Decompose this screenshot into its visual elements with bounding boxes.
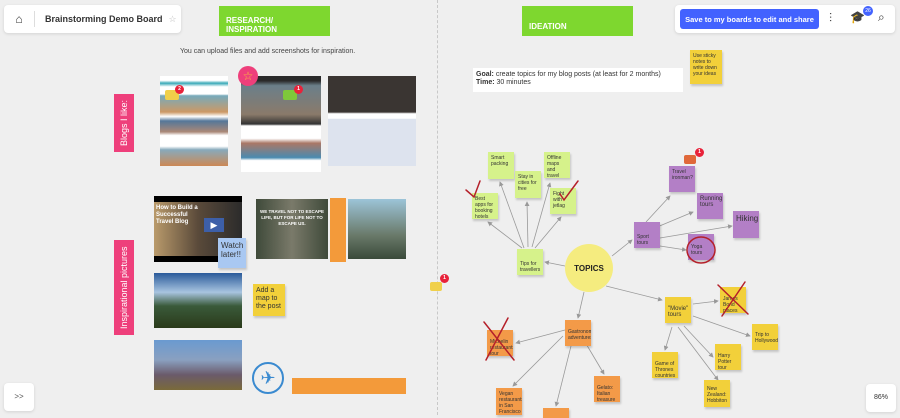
orange-bar[interactable] — [292, 378, 406, 394]
learning-cap-icon[interactable]: 🎓 — [850, 10, 865, 24]
research-hint: You can upload files and add screenshots… — [180, 48, 356, 55]
sticky-sport-tours[interactable]: Sport tours — [634, 222, 660, 248]
goal-label: Goal: — [476, 71, 494, 78]
star-icon[interactable]: ☆ — [168, 13, 177, 24]
favorite-star-icon[interactable]: ☆ — [238, 66, 258, 86]
zoom-label: 86% — [873, 394, 888, 401]
goal-text: create topics for my blog posts (at leas… — [495, 71, 661, 78]
sticky-james-bond[interactable]: James Bond places — [720, 287, 746, 313]
board-title[interactable]: Brainstorming Demo Board — [45, 14, 163, 24]
sticky-stay-in-cities[interactable]: Stay in cities for free — [515, 171, 541, 198]
comment-icon[interactable] — [430, 282, 442, 291]
sticky-tips-travellers[interactable]: Tips for travellers — [517, 249, 543, 275]
frame-label-ideation[interactable]: IDEATION — [522, 6, 633, 36]
sticky-hiking[interactable]: Hiking — [733, 211, 759, 238]
comment-icon[interactable] — [283, 90, 297, 100]
sticky-best-apps[interactable]: Best apps for booking hotels — [472, 193, 498, 219]
expand-sidebar-button[interactable]: >> — [4, 383, 34, 411]
landscape-image[interactable] — [348, 199, 406, 259]
sticky-game-of-thrones[interactable]: Game of Thrones countries — [652, 352, 678, 378]
comment-count-badge: 1 — [294, 85, 303, 94]
sticky-harry-potter[interactable]: Harry Potter tour — [715, 344, 741, 370]
watch-later-sticky[interactable]: Watch later!! — [218, 238, 246, 268]
comment-icon[interactable] — [684, 155, 696, 164]
sticky-travel-ironman[interactable]: Travel ironman? — [669, 166, 695, 192]
add-map-sticky[interactable]: Add a map to the post — [253, 284, 285, 316]
toolbar: Save to my boards to edit and share ⫶ 🎓 … — [675, 5, 895, 33]
sticky-yoga-tours[interactable]: Yoga tours — [688, 234, 714, 260]
sticky-michelin[interactable]: Michelin restaurants tour — [487, 330, 513, 356]
sticky-movie-tours[interactable]: "Movie" tours — [665, 297, 691, 323]
play-icon[interactable]: ▶ — [204, 218, 224, 232]
sticky-smart-packing[interactable]: Smart packing — [488, 152, 514, 179]
mountain-image[interactable] — [154, 273, 242, 328]
sticky-trip-hollywood[interactable]: Trip to Hollywood — [752, 324, 778, 350]
comment-count-badge: 2 — [175, 85, 184, 94]
quote-text: WE TRAVEL NOT TO ESCAPE LIFE, BUT FOR LI… — [260, 209, 325, 226]
comment-count-badge: 1 — [695, 148, 704, 157]
notification-badge: 26 — [863, 6, 873, 16]
sticky-new-zealand[interactable]: New Zealand: Hobbiton — [704, 380, 730, 407]
canyon-image[interactable] — [154, 340, 242, 390]
video-title: How to Build a Successful Travel Blog — [156, 205, 198, 225]
sticky-orange-partial[interactable] — [543, 408, 569, 418]
video-thumbnail[interactable]: How to Build a Successful Travel Blog ▶ — [154, 196, 242, 262]
settings-sliders-icon[interactable]: ⫶ — [829, 11, 833, 25]
goal-box[interactable]: Goal: create topics for my blog posts (a… — [473, 68, 683, 92]
home-icon[interactable]: ⌂ — [15, 12, 23, 26]
sticky-vegan[interactable]: Vegan restaurants in San Francisco — [496, 388, 522, 415]
frame-label-research[interactable]: RESEARCH/ INSPIRATION — [219, 6, 330, 36]
hint-sticky[interactable]: Use sticky notes to write down your idea… — [690, 50, 722, 84]
comment-count-badge: 1 — [440, 274, 449, 283]
sticky-running-tours[interactable]: Running tours — [697, 193, 723, 219]
board-header: ⌂ Brainstorming Demo Board ☆ — [4, 5, 181, 33]
save-to-boards-button[interactable]: Save to my boards to edit and share — [680, 9, 819, 29]
zoom-level[interactable]: 86% — [866, 384, 896, 412]
time-text: 30 minutes — [496, 79, 531, 86]
sticky-gastronomic[interactable]: Gastronomic adventures — [565, 320, 591, 346]
sticky-fight-jetlag[interactable]: Fight with jetlag — [550, 188, 576, 214]
sticky-gelato[interactable]: Gelato: Italian treasure — [594, 376, 620, 402]
blog-screenshot-2[interactable] — [241, 76, 321, 172]
topics-label: TOPICS — [574, 263, 604, 273]
frame-divider — [437, 0, 438, 415]
expand-label: >> — [14, 392, 24, 401]
globe-plane-icon[interactable]: ✈ — [252, 362, 284, 394]
orange-shape[interactable] — [330, 198, 346, 262]
topics-center-node[interactable]: TOPICS — [565, 244, 613, 292]
blog-screenshot-3[interactable] — [328, 76, 416, 166]
sticky-offline-maps[interactable]: Offline maps and travel guides — [544, 152, 570, 178]
time-label: Time: — [476, 79, 495, 86]
search-icon[interactable]: ⌕ — [878, 10, 885, 24]
divider — [34, 11, 35, 27]
quote-image[interactable]: WE TRAVEL NOT TO ESCAPE LIFE, BUT FOR LI… — [256, 199, 328, 259]
comment-icon[interactable] — [165, 90, 179, 100]
